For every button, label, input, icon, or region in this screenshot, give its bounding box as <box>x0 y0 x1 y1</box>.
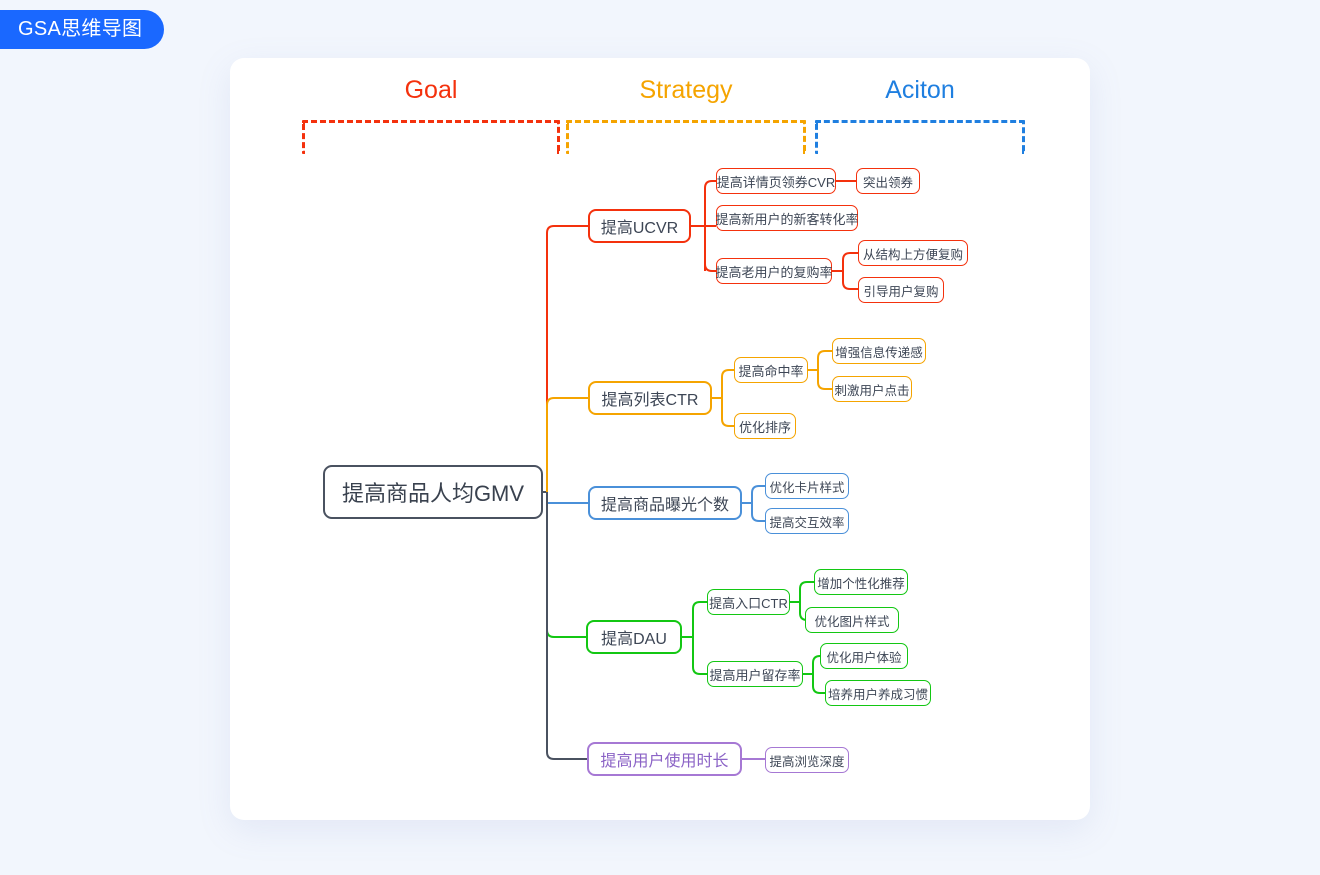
node-optimize-user-experience[interactable]: 优化用户体验 <box>820 643 908 669</box>
column-bracket-action <box>815 120 1025 154</box>
node-browse-depth[interactable]: 提高浏览深度 <box>765 747 849 773</box>
node-stimulate-click[interactable]: 刺激用户点击 <box>832 376 912 402</box>
branch-node-dau[interactable]: 提高DAU <box>586 620 682 654</box>
branch-node-list-ctr[interactable]: 提高列表CTR <box>588 381 712 415</box>
branch-node-ucvr[interactable]: 提高UCVR <box>588 209 691 243</box>
column-bracket-goal <box>302 120 560 154</box>
column-title-goal: Goal <box>404 76 458 104</box>
column-bracket-strategy <box>566 120 806 154</box>
node-optimize-image-style[interactable]: 优化图片样式 <box>805 607 899 633</box>
mindmap-root-node[interactable]: 提高商品人均GMV <box>323 465 543 519</box>
node-info-conveyance[interactable]: 增强信息传递感 <box>832 338 926 364</box>
node-old-user-repurchase[interactable]: 提高老用户的复购率 <box>716 258 833 284</box>
node-personalized-recommendation[interactable]: 增加个性化推荐 <box>814 569 908 595</box>
page-badge: GSA思维导图 <box>0 10 165 49</box>
node-structure-repurchase[interactable]: 从结构上方便复购 <box>858 240 968 266</box>
node-guide-repurchase[interactable]: 引导用户复购 <box>858 277 944 303</box>
node-highlight-coupon[interactable]: 突出领券 <box>856 168 920 194</box>
node-optimize-ranking[interactable]: 优化排序 <box>734 413 796 439</box>
branch-node-product-exposure[interactable]: 提高商品曝光个数 <box>588 486 742 520</box>
mindmap-card <box>230 58 1090 820</box>
column-title-strategy: Strategy <box>639 76 733 104</box>
branch-node-usage-duration[interactable]: 提高用户使用时长 <box>587 742 742 776</box>
node-improve-interaction[interactable]: 提高交互效率 <box>765 508 849 534</box>
node-entry-ctr[interactable]: 提高入口CTR <box>707 589 790 615</box>
column-title-action: Aciton <box>885 76 955 104</box>
node-optimize-card-style[interactable]: 优化卡片样式 <box>765 473 849 499</box>
node-detail-coupon-cvr[interactable]: 提高详情页领券CVR <box>716 168 836 194</box>
node-user-retention[interactable]: 提高用户留存率 <box>707 661 803 687</box>
node-build-user-habit[interactable]: 培养用户养成习惯 <box>825 680 931 706</box>
node-new-user-conversion[interactable]: 提高新用户的新客转化率 <box>716 205 859 231</box>
node-hit-rate[interactable]: 提高命中率 <box>734 357 808 383</box>
